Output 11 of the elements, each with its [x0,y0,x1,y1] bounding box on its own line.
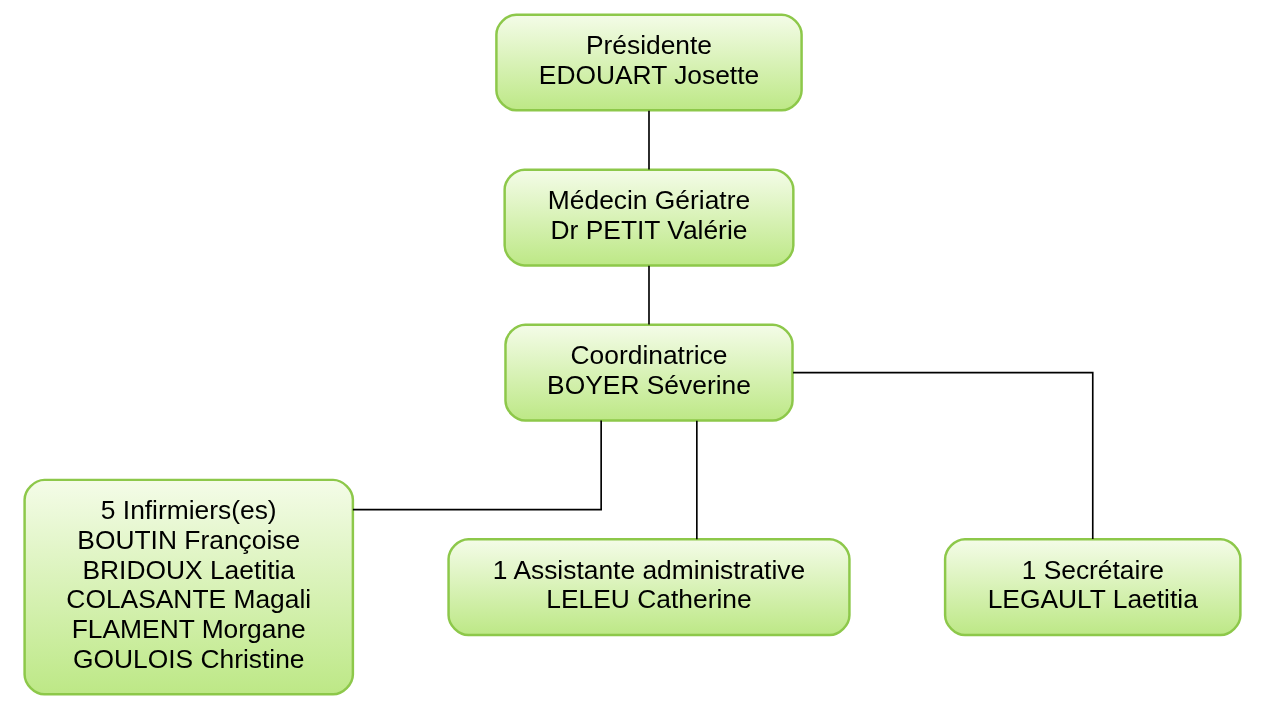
node-box: 5 Infirmiers(es) BOUTIN Françoise BRIDOUX Laetitia COLASANTE Magali FLAMENT Morgane GOULOIS Christine [22,478,354,696]
node-box: Coordinatrice BOYER Séverine [503,323,794,422]
node-box: Présidente EDOUART Josette [494,13,803,112]
node-box: 1 Assistante administrative LELEU Catherine [446,538,851,637]
connector [351,419,602,511]
connector [695,419,698,540]
connector [647,264,650,326]
node-box: Médecin Gériatre Dr PETIT Valérie [502,168,795,267]
node-box: 1 Secrétaire LEGAULT Laetitia [943,538,1242,637]
connector [647,109,650,171]
connector [791,371,1094,540]
